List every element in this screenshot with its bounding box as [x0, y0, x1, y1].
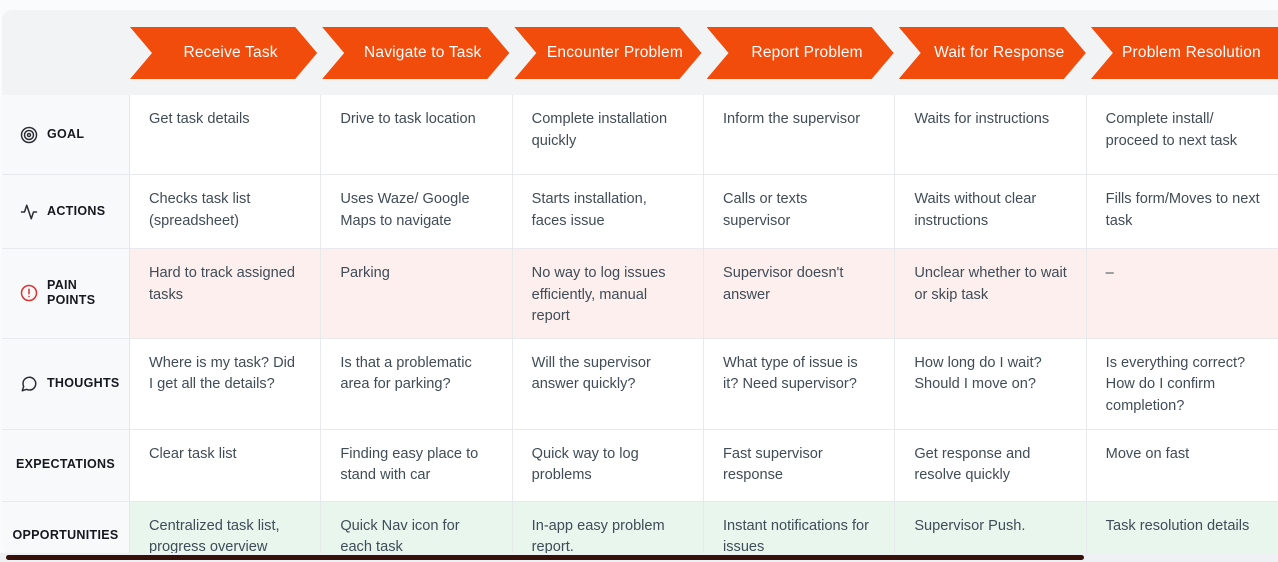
opportunities-cell: Centralized task list, progress overview [130, 501, 322, 553]
expectations-cell: Move on fast [1105, 445, 1190, 462]
row-label-opportunities: OPPORTUNITIES [2, 501, 130, 553]
expectations-cell: Finding easy place to stand with car [321, 429, 513, 501]
thoughts-cell: Where is my task? Did I get all the deta… [130, 338, 322, 429]
thoughts-cell: Will the supervisor answer quickly? [513, 338, 704, 429]
expectations-cell: Clear task list [130, 429, 322, 501]
opportunities-cell: Supervisor Push. [895, 501, 1087, 553]
row-label-expectations: EXPECTATIONS [2, 429, 130, 501]
goal-cell: Complete install/ proceed to next task [1105, 111, 1238, 149]
message-circle-icon [20, 375, 38, 393]
stage-problem-resolution: Problem Resolution [1090, 27, 1278, 79]
pain-cell: Hard to track assigned tasks [130, 249, 322, 338]
actions-cell: Waits without clear instructions [895, 175, 1087, 248]
thoughts-cell: What type of issue is it? Need superviso… [704, 338, 896, 429]
stage-encounter-problem: Encounter Problem [514, 27, 701, 79]
pain-cell: Unclear whether to wait or skip task [895, 249, 1087, 338]
pain-cell: Parking [321, 249, 513, 338]
stage-report-problem: Report Problem [707, 27, 894, 79]
goal-cell: Drive to task location [321, 95, 513, 174]
row-pain-points: PAIN POINTS Hard to track assigned tasks… [2, 248, 1278, 338]
horizontal-scrollbar[interactable] [0, 553, 1278, 562]
activity-icon [20, 203, 38, 221]
row-label-text: GOAL [47, 126, 85, 141]
journey-grid: GOAL Get task details Drive to task loca… [2, 95, 1278, 553]
stage-wait-for-response: Wait for Response [899, 27, 1086, 79]
pain-cell: No way to log issues efficiently, manual… [512, 249, 704, 338]
thoughts-cell: Is that a problematic area for parking? [321, 338, 513, 429]
row-opportunities: OPPORTUNITIES Centralized task list, pro… [2, 500, 1278, 553]
opportunities-cell: Instant notifications for issues [703, 501, 896, 553]
actions-cell: Calls or texts supervisor [704, 175, 896, 248]
actions-cell: Checks task list (spreadsheet) [130, 175, 322, 248]
actions-cell: Starts installation, faces issue [513, 175, 704, 248]
pain-cell: – [1086, 249, 1278, 338]
stage-header-band: Receive Task Navigate to Task Encounter … [2, 10, 1278, 95]
alert-circle-icon [20, 284, 38, 302]
row-label-pain-points: PAIN POINTS [2, 249, 130, 338]
goal-cell: Waits for instructions [895, 95, 1087, 174]
actions-cell: Fills form/Moves to next task [1105, 191, 1260, 229]
expectations-cell: Get response and resolve quickly [895, 429, 1087, 501]
row-label-actions: ACTIONS [2, 175, 130, 248]
goal-cell: Get task details [130, 95, 322, 174]
thoughts-cell: Is everything correct? How do I confirm … [1105, 354, 1246, 414]
row-label-text: OPPORTUNITIES [12, 528, 119, 543]
target-icon [20, 126, 38, 144]
row-goal: GOAL Get task details Drive to task loca… [2, 95, 1278, 174]
opportunities-cell: Quick Nav icon for each task [321, 501, 513, 553]
pain-cell: Supervisor doesn't answer [703, 249, 896, 338]
stage-navigate-to-task: Navigate to Task [322, 27, 509, 79]
expectations-cell: Fast supervisor response [704, 429, 896, 501]
journey-map-card: Receive Task Navigate to Task Encounter … [2, 10, 1278, 553]
row-actions: ACTIONS Checks task list (spreadsheet) U… [2, 174, 1278, 248]
actions-cell: Uses Waze/ Google Maps to navigate [321, 175, 513, 248]
goal-cell: Complete installation quickly [513, 95, 704, 174]
stage-receive-task: Receive Task [130, 27, 317, 79]
opportunities-cell: Task resolution details [1086, 501, 1278, 553]
row-label-text: ACTIONS [47, 203, 106, 218]
row-label-thoughts: THOUGHTS [2, 338, 130, 429]
thoughts-cell: How long do I wait? Should I move on? [895, 338, 1087, 429]
stage-arrows: Receive Task Navigate to Task Encounter … [130, 27, 1278, 79]
row-label-text: EXPECTATIONS [16, 457, 115, 472]
row-label-goal: GOAL [2, 95, 130, 174]
row-label-text: PAIN POINTS [47, 277, 96, 308]
row-label-text: THOUGHTS [47, 375, 120, 390]
scrollbar-thumb[interactable] [6, 555, 1084, 560]
row-thoughts: THOUGHTS Where is my task? Did I get all… [2, 337, 1278, 429]
opportunities-cell: In-app easy problem report. [512, 501, 704, 553]
goal-cell: Inform the supervisor [704, 95, 896, 174]
expectations-cell: Quick way to log problems [513, 429, 704, 501]
row-expectations: EXPECTATIONS Clear task list Finding eas… [2, 428, 1278, 501]
